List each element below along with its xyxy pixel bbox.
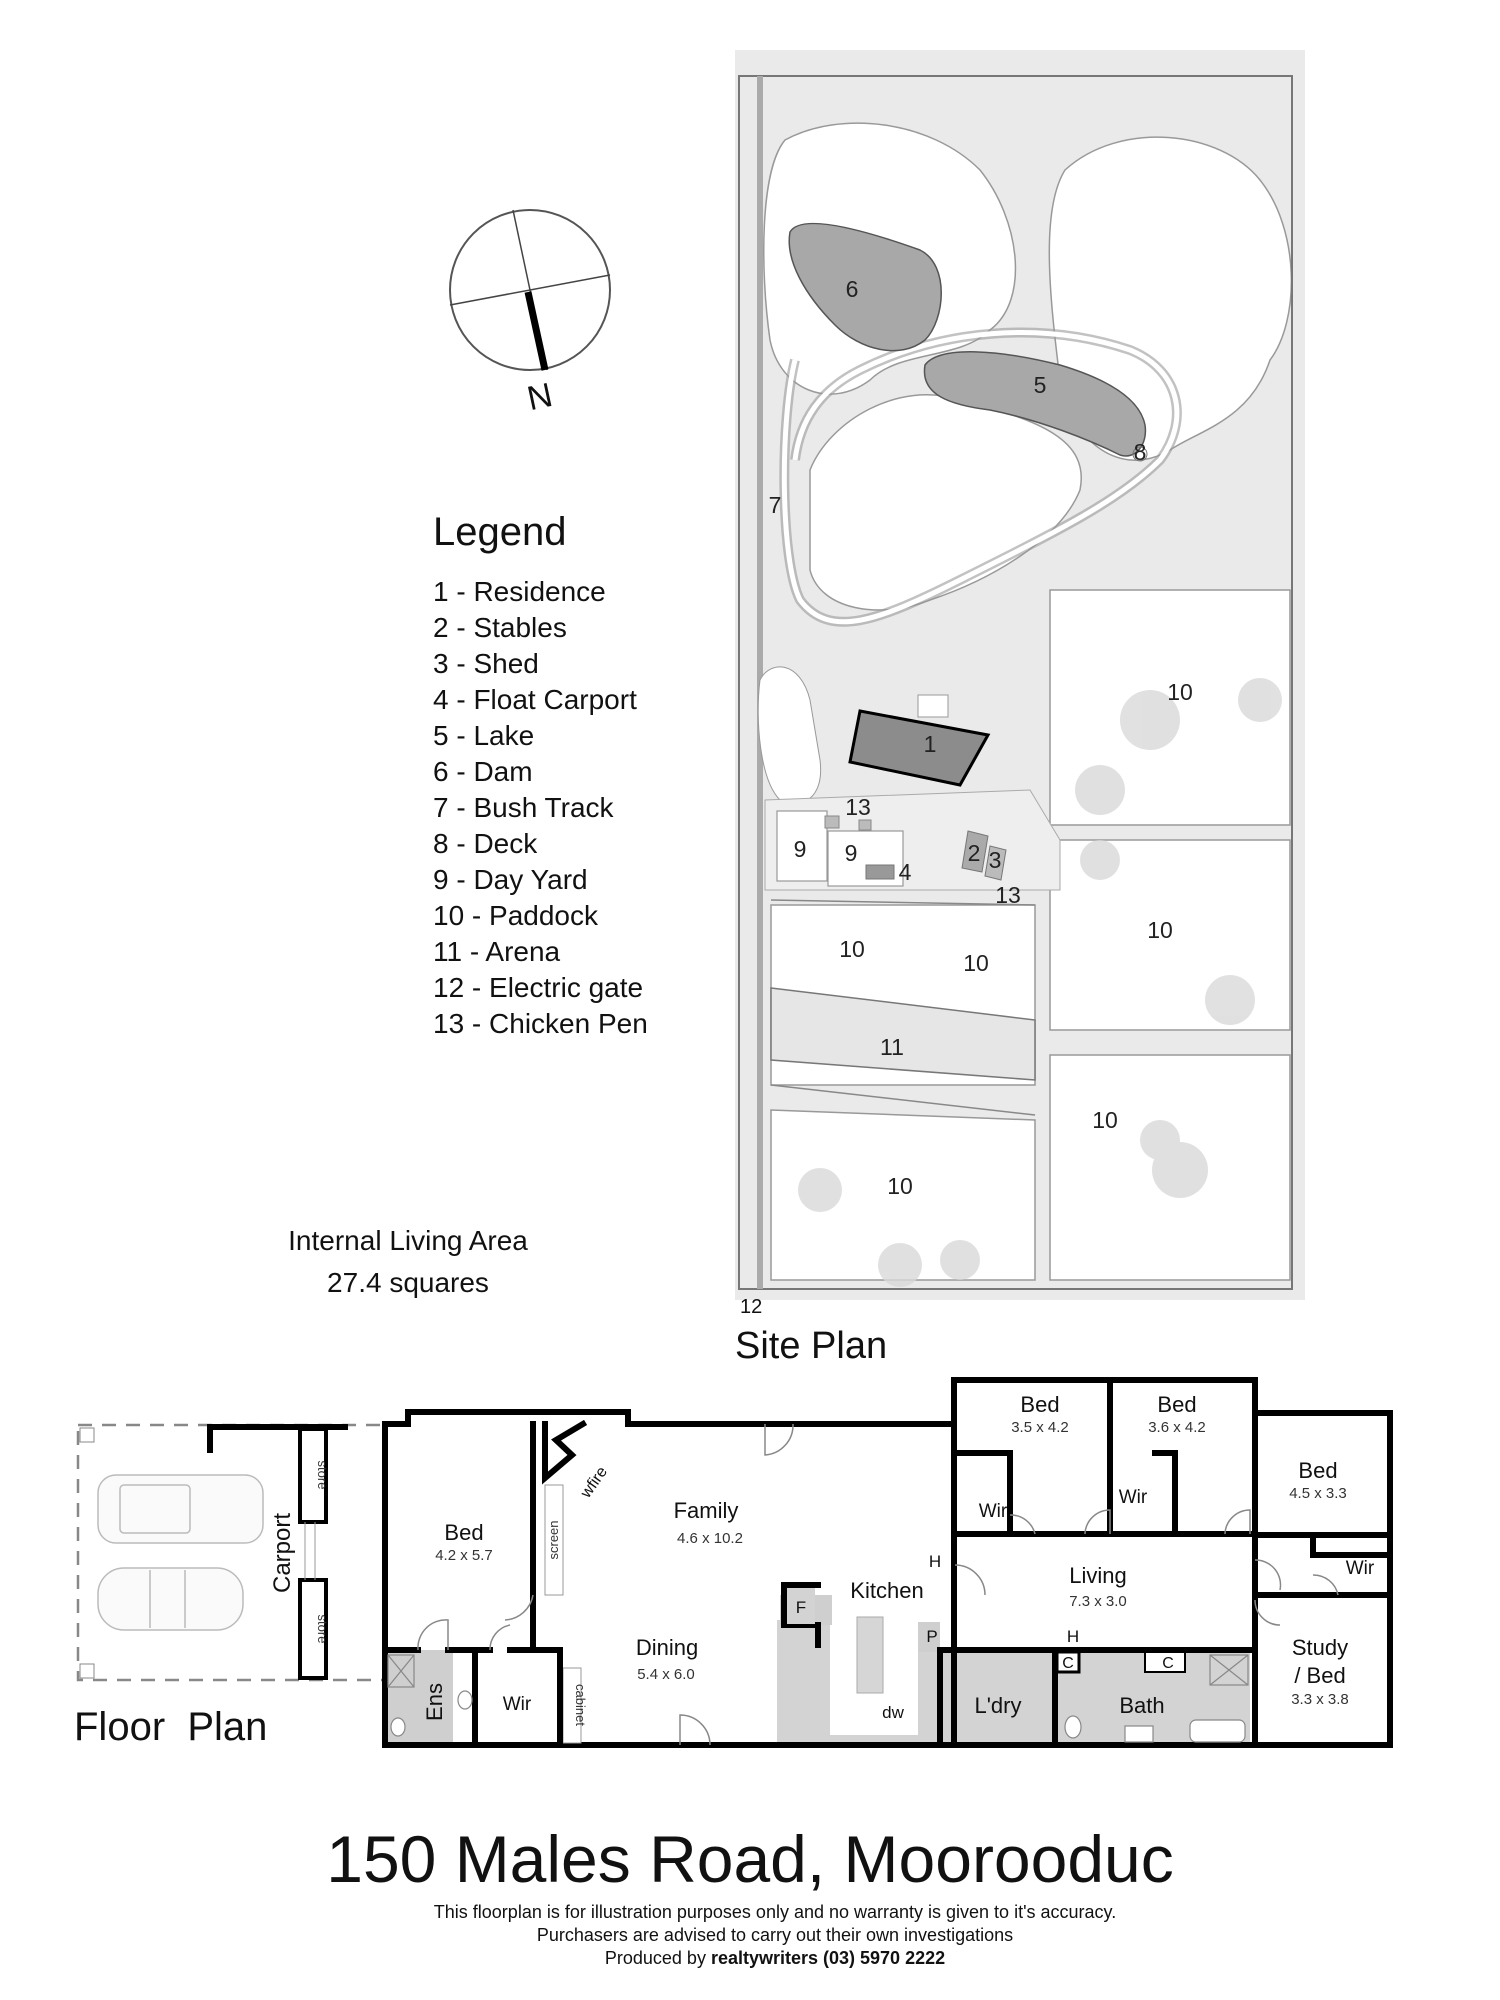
- room-wir4: Wir: [1346, 1558, 1375, 1579]
- marker-day-yard-b: 9: [845, 840, 858, 866]
- marker-paddock-ne: 10: [1167, 679, 1193, 705]
- fixture-cabinet: cabinet: [573, 1684, 588, 1726]
- room-study-dims: 3.3 x 3.8: [1291, 1691, 1349, 1708]
- area-label: Internal Living Area: [288, 1225, 528, 1256]
- legend-item: 12 - Electric gate: [433, 972, 643, 1003]
- fixture-dishwasher: dw: [882, 1703, 904, 1722]
- fixture-cupboard: C: [1162, 1655, 1174, 1672]
- room-study: Study: [1292, 1635, 1348, 1660]
- site-plan: 6 5 8 7 1 13 9 9 4 2 3 13 10 10 10 10 10…: [735, 50, 1305, 1367]
- marker-bush-track: 7: [769, 492, 782, 518]
- marker-paddock-se: 10: [1092, 1107, 1118, 1133]
- site-plan-title: Site Plan: [735, 1325, 887, 1367]
- producer-name: realtywriters (03) 5970 2222: [711, 1948, 945, 1968]
- disclaimer-line-1: This floorplan is for illustration purpo…: [434, 1902, 1116, 1922]
- room-bed2-dims: 3.5 x 4.2: [1011, 1419, 1069, 1436]
- legend-item: 2 - Stables: [433, 612, 567, 643]
- marker-chicken-pen-b: 13: [995, 882, 1021, 908]
- producer-prefix: Produced by: [605, 1948, 711, 1968]
- marker-deck: 8: [1134, 439, 1147, 465]
- legend-item: 3 - Shed: [433, 648, 539, 679]
- room-bed-main-dims: 4.2 x 5.7: [435, 1547, 493, 1564]
- marker-stables: 2: [968, 840, 981, 866]
- compass-icon: N: [449, 209, 611, 418]
- room-family: Family: [674, 1498, 739, 1523]
- legend-item: 10 - Paddock: [433, 900, 599, 931]
- residence: [848, 709, 991, 787]
- legend-item: 13 - Chicken Pen: [433, 1008, 648, 1039]
- fixture-heater: H: [929, 1552, 941, 1571]
- room-study-bed: / Bed: [1294, 1663, 1345, 1688]
- area-value: 27.4 squares: [327, 1267, 489, 1298]
- marker-paddock-sw: 10: [887, 1173, 913, 1199]
- marker-float-carport: 4: [899, 859, 912, 885]
- room-living: Living: [1069, 1563, 1126, 1588]
- marker-dam: 6: [846, 276, 859, 302]
- store-label: store: [315, 1461, 330, 1490]
- room-bath: Bath: [1119, 1693, 1164, 1718]
- disclaimer-line-2: Purchasers are advised to carry out thei…: [537, 1925, 1013, 1945]
- marker-paddock-e-mid: 10: [1147, 917, 1173, 943]
- fixture-screen: screen: [546, 1520, 561, 1559]
- marker-electric-gate: 12: [740, 1296, 762, 1318]
- marker-paddock-w-b: 10: [963, 950, 989, 976]
- room-bed2: Bed: [1020, 1392, 1059, 1417]
- marker-paddock-w-a: 10: [839, 936, 865, 962]
- floor-plan-title: Floor Plan: [74, 1705, 267, 1749]
- property-address: 150 Males Road, Moorooduc: [326, 1822, 1174, 1896]
- fixture-cupboard: C: [1062, 1655, 1074, 1672]
- fixture-fridge: F: [796, 1598, 806, 1617]
- dam: [788, 222, 942, 352]
- room-living-dims: 7.3 x 3.0: [1069, 1593, 1127, 1610]
- room-dining-dims: 5.4 x 6.0: [637, 1666, 695, 1683]
- legend-item: 5 - Lake: [433, 720, 534, 751]
- legend-item: 11 - Arena: [433, 936, 561, 967]
- room-wir-main: Wir: [503, 1694, 532, 1715]
- marker-chicken-pen-a: 13: [845, 794, 871, 820]
- marker-arena: 11: [880, 1034, 904, 1060]
- marker-day-yard-a: 9: [794, 836, 807, 862]
- room-family-dims: 4.6 x 10.2: [677, 1530, 743, 1547]
- room-dining: Dining: [636, 1635, 698, 1660]
- room-bed-main: Bed: [444, 1520, 483, 1545]
- store-label: store: [315, 1615, 330, 1644]
- room-ensuite: Ens: [422, 1683, 447, 1721]
- fixture-heater: H: [1067, 1627, 1079, 1646]
- room-laundry: L'dry: [975, 1693, 1022, 1718]
- room-bed3-dims: 3.6 x 4.2: [1148, 1419, 1206, 1436]
- room-wir2: Wir: [979, 1501, 1008, 1522]
- legend-title: Legend: [433, 510, 566, 554]
- legend-item: 4 - Float Carport: [433, 684, 637, 715]
- arena: [770, 987, 1036, 1081]
- room-wir3: Wir: [1119, 1487, 1148, 1508]
- carport-label: Carport: [269, 1513, 296, 1593]
- room-kitchen: Kitchen: [850, 1578, 923, 1603]
- marker-residence: 1: [924, 731, 937, 757]
- fixture-wfire: wfire: [577, 1464, 611, 1502]
- marker-shed: 3: [989, 847, 1002, 873]
- car-icon: [97, 1474, 264, 1631]
- legend-item: 1 - Residence: [433, 576, 606, 607]
- room-bed4-dims: 4.5 x 3.3: [1289, 1485, 1347, 1502]
- legend-item: 7 - Bush Track: [433, 792, 615, 823]
- door-icons: [417, 1423, 1339, 1746]
- legend: Legend 1 - Residence 2 - Stables 3 - She…: [433, 510, 648, 1039]
- legend-item: 8 - Deck: [433, 828, 538, 859]
- legend-item: 6 - Dam: [433, 756, 533, 787]
- producer-credit: Produced by realtywriters (03) 5970 2222: [605, 1948, 945, 1968]
- room-bed4: Bed: [1298, 1458, 1337, 1483]
- floor-plan: store store Carport: [74, 1377, 1393, 1749]
- fixture-pantry: P: [926, 1627, 937, 1646]
- marker-lake: 5: [1034, 372, 1047, 398]
- north-label: N: [524, 376, 556, 418]
- legend-item: 9 - Day Yard: [433, 864, 588, 895]
- room-bed3: Bed: [1157, 1392, 1196, 1417]
